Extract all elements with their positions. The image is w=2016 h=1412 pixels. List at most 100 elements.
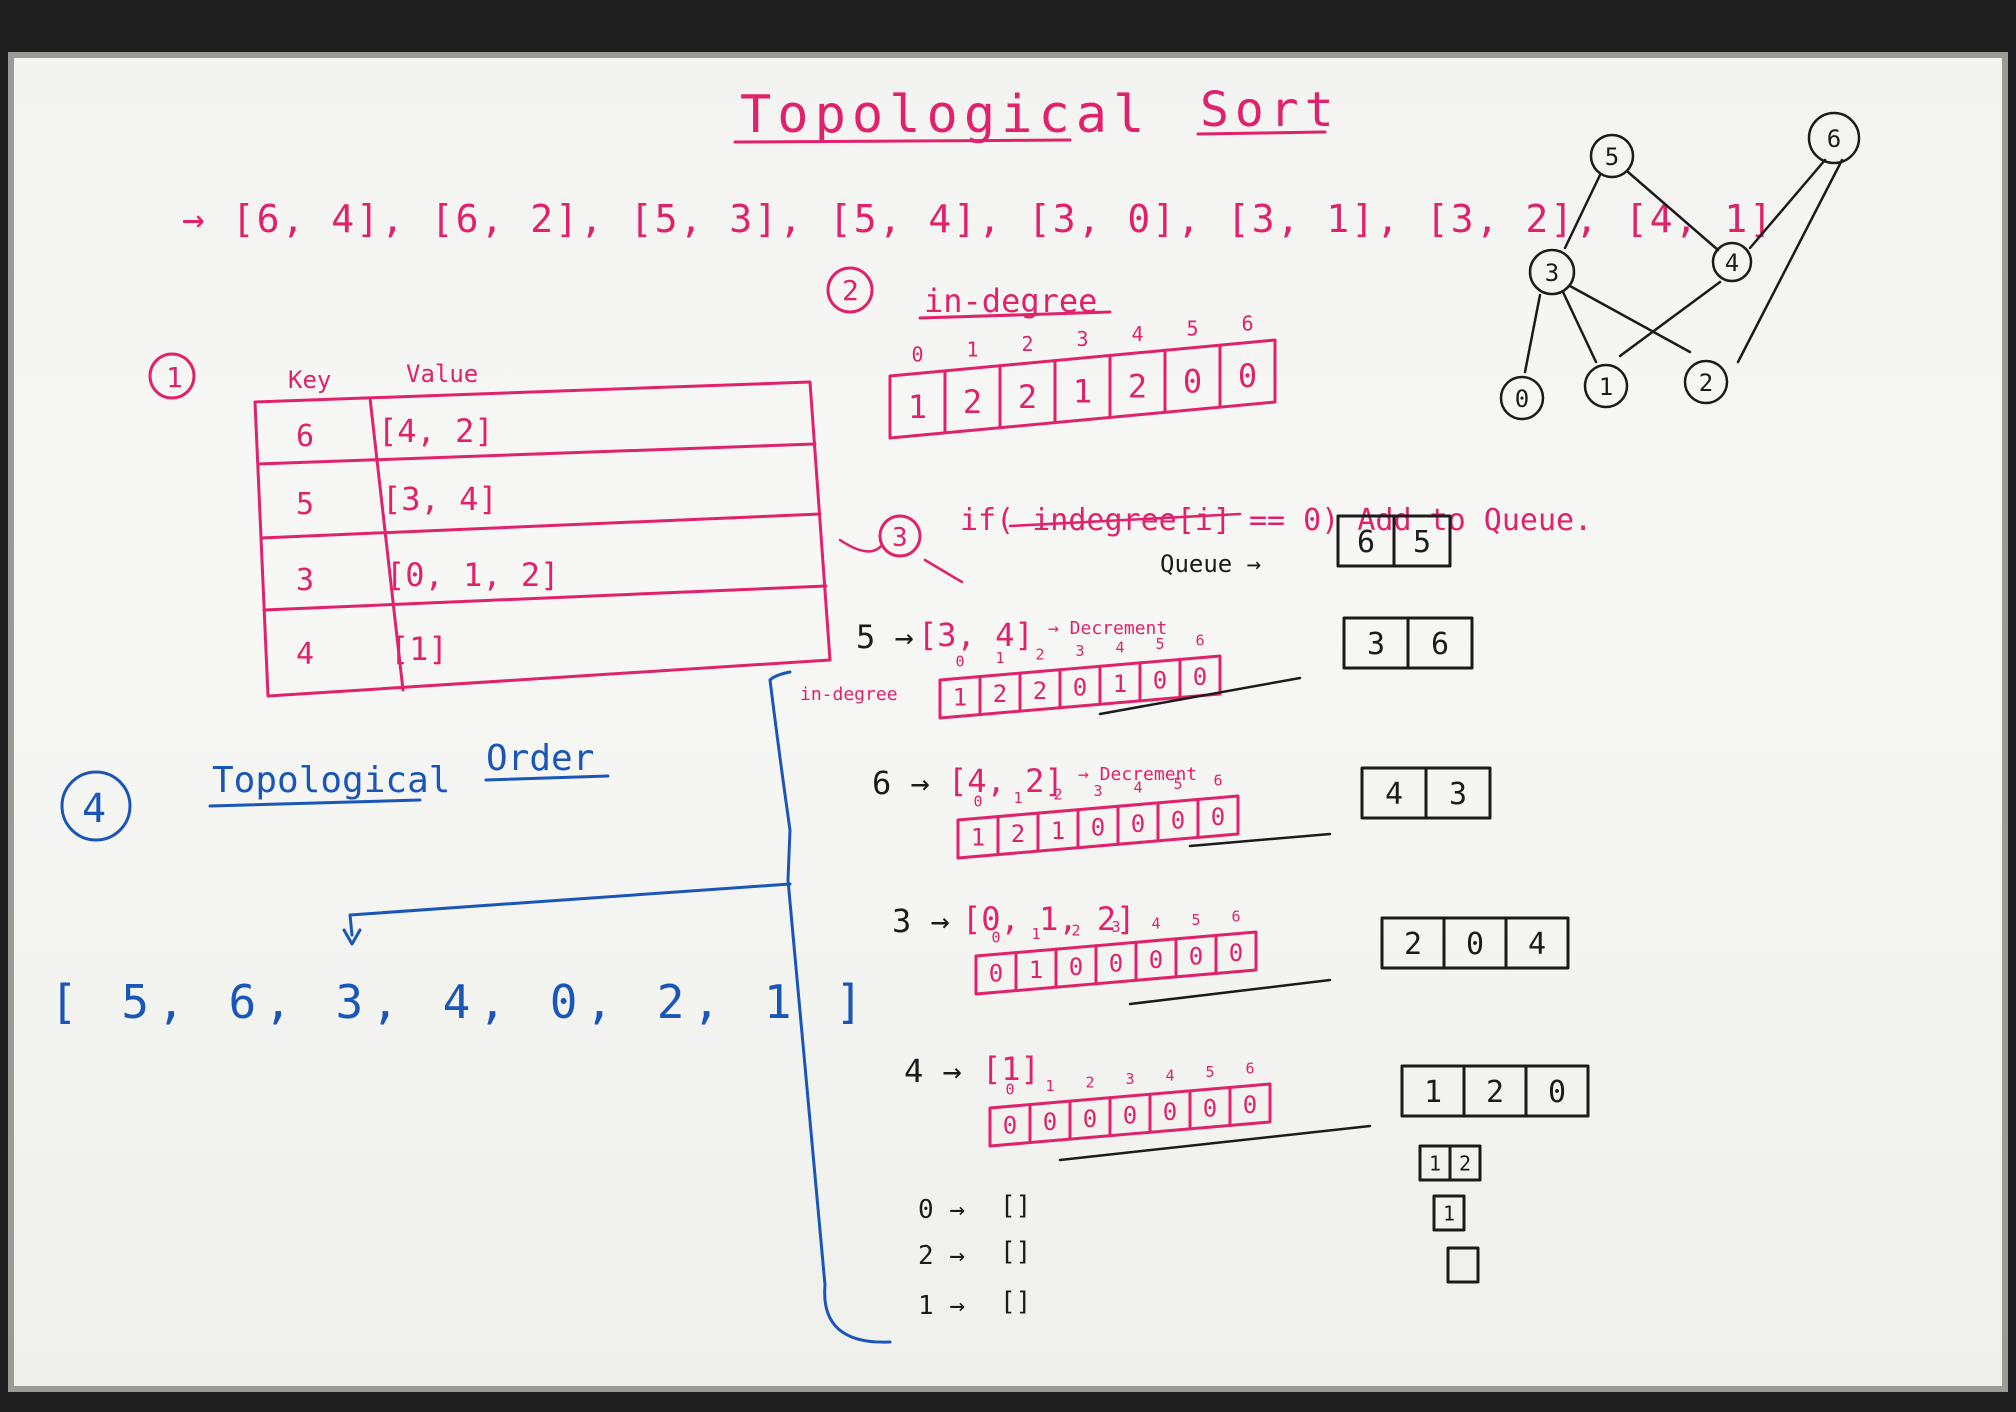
iteration-3-indegree-value-1: 0 <box>1043 1108 1057 1136</box>
in-degree-side-label: in-degree <box>800 684 898 705</box>
iteration-3-indegree-index-5: 5 <box>1205 1063 1214 1081</box>
iteration-0-list: [3, 4] <box>918 616 1034 654</box>
title-word-2: Sort <box>1200 82 1340 138</box>
iteration-3-indegree-index-0: 0 <box>1005 1080 1014 1098</box>
empty-row-1-list: [] <box>1000 1237 1031 1267</box>
iteration-0-indegree-index-5: 5 <box>1155 635 1164 653</box>
iteration-0-node: 5 → <box>856 618 914 656</box>
indegree-value-1: 2 <box>963 383 982 421</box>
indegree-index-5: 5 <box>1186 317 1198 341</box>
iteration-1-indegree-value-4: 0 <box>1131 810 1145 838</box>
adj-value-3: [1] <box>390 630 448 668</box>
tail-queue-0-item-1: 2 <box>1459 1151 1471 1175</box>
iteration-1-indegree-value-2: 1 <box>1051 817 1065 845</box>
iteration-2-indegree-value-1: 1 <box>1029 956 1043 984</box>
iteration-1-queue-item-0: 4 <box>1385 777 1403 812</box>
iteration-3-indegree-index-2: 2 <box>1085 1073 1094 1091</box>
iteration-3-indegree-index-1: 1 <box>1045 1077 1054 1095</box>
iteration-1-indegree-index-1: 1 <box>1013 789 1022 807</box>
iteration-1-indegree-index-2: 2 <box>1053 785 1062 803</box>
iteration-3-indegree-index-6: 6 <box>1245 1060 1254 1078</box>
queue-initial-box-item-0: 6 <box>1357 525 1375 560</box>
iteration-0-indegree-value-3: 0 <box>1073 673 1087 701</box>
indegree-value-5: 0 <box>1183 362 1202 400</box>
queue-label: Queue → <box>1160 550 1261 578</box>
adj-key-3: 4 <box>296 637 314 672</box>
iteration-2-list: [0, 1, 2] <box>962 900 1135 938</box>
iteration-3-queue <box>1400 1064 1590 1118</box>
iteration-2-indegree-index-5: 5 <box>1191 911 1200 929</box>
iteration-2-indegree-value-5: 0 <box>1189 943 1203 971</box>
indegree-index-2: 2 <box>1021 332 1033 356</box>
indegree-index-6: 6 <box>1241 312 1253 336</box>
adjacency-table <box>253 380 832 698</box>
iteration-0-queue-item-1: 6 <box>1431 627 1449 662</box>
adj-value-1: [3, 4] <box>382 480 498 518</box>
iteration-0-indegree-index-3: 3 <box>1075 642 1084 660</box>
tail-queue-2 <box>1446 1246 1480 1284</box>
indegree-value-2: 2 <box>1018 378 1037 416</box>
step1-marker: 1 <box>166 361 183 394</box>
iteration-2-queue-item-0: 2 <box>1404 927 1422 962</box>
iteration-1-indegree-value-3: 0 <box>1091 813 1105 841</box>
indegree-value-0: 1 <box>908 388 927 426</box>
iteration-0-queue-item-0: 3 <box>1367 627 1385 662</box>
iteration-1-decrement: → Decrement <box>1078 764 1197 785</box>
empty-row-2-node: 1 → <box>918 1291 965 1321</box>
key-header: Key <box>288 366 331 394</box>
iteration-2-indegree-value-0: 0 <box>989 960 1003 988</box>
iteration-1-node: 6 → <box>872 764 930 802</box>
graph-node-4: 4 <box>1725 249 1739 277</box>
iteration-1-indegree-index-4: 4 <box>1133 779 1142 797</box>
iteration-0-indegree-value-1: 2 <box>993 680 1007 708</box>
queue-initial-box-item-1: 5 <box>1413 525 1431 560</box>
iteration-0-indegree-value-0: 1 <box>953 684 967 712</box>
iteration-1-indegree-value-6: 0 <box>1211 803 1225 831</box>
iteration-2-indegree-index-1: 1 <box>1031 925 1040 943</box>
whiteboard <box>8 52 2008 1392</box>
iteration-1-indegree-value-5: 0 <box>1171 807 1185 835</box>
graph-node-1: 1 <box>1599 373 1613 401</box>
iteration-2-indegree-value-4: 0 <box>1149 946 1163 974</box>
iteration-0-indegree-value-6: 0 <box>1193 663 1207 691</box>
iteration-3-queue-item-1: 2 <box>1486 1075 1504 1110</box>
value-header: Value <box>406 360 478 388</box>
indegree-value-6: 0 <box>1238 357 1257 395</box>
iteration-2-indegree-index-6: 6 <box>1231 908 1240 926</box>
iteration-3-indegree-value-5: 0 <box>1203 1095 1217 1123</box>
iteration-3-queue-item-2: 0 <box>1548 1075 1566 1110</box>
tail-queue-0-item-0: 1 <box>1429 1151 1441 1175</box>
iteration-3-node: 4 → <box>904 1052 962 1090</box>
iteration-0-decrement: → Decrement <box>1048 618 1167 639</box>
iteration-0-indegree-index-0: 0 <box>955 652 964 670</box>
tail-queue-1-item-0: 1 <box>1443 1201 1455 1225</box>
adj-key-2: 3 <box>296 563 314 598</box>
iteration-0-indegree-index-6: 6 <box>1195 632 1204 650</box>
step4-marker: 4 <box>82 786 106 832</box>
topological-result: [ 5, 6, 3, 4, 0, 2, 1 ] <box>50 975 871 1029</box>
iteration-2-indegree-value-3: 0 <box>1109 949 1123 977</box>
iteration-2-indegree-value-2: 0 <box>1069 953 1083 981</box>
iteration-3-indegree-index-3: 3 <box>1125 1070 1134 1088</box>
indegree-value-4: 2 <box>1128 367 1147 405</box>
indegree-value-3: 1 <box>1073 373 1092 411</box>
step4-label-1: Topological <box>212 760 450 801</box>
adj-value-0: [4, 2] <box>378 412 494 450</box>
iteration-2-indegree-index-4: 4 <box>1151 915 1160 933</box>
iteration-1-queue-item-1: 3 <box>1449 777 1467 812</box>
graph-node-3: 3 <box>1545 259 1559 287</box>
iteration-3-indegree-value-6: 0 <box>1243 1091 1257 1119</box>
graph-node-2: 2 <box>1699 369 1713 397</box>
adj-key-1: 5 <box>296 487 314 522</box>
graph-node-6: 6 <box>1827 125 1841 153</box>
iteration-2-node: 3 → <box>892 902 950 940</box>
iteration-2-queue-item-1: 0 <box>1466 927 1484 962</box>
iteration-1-indegree-index-3: 3 <box>1093 782 1102 800</box>
empty-row-0-list: [] <box>1000 1191 1031 1221</box>
step2-marker: 2 <box>842 274 859 307</box>
iteration-3-indegree-index-4: 4 <box>1165 1067 1174 1085</box>
tail-queue-1 <box>1432 1194 1466 1232</box>
iteration-3-list: [1] <box>982 1050 1040 1088</box>
